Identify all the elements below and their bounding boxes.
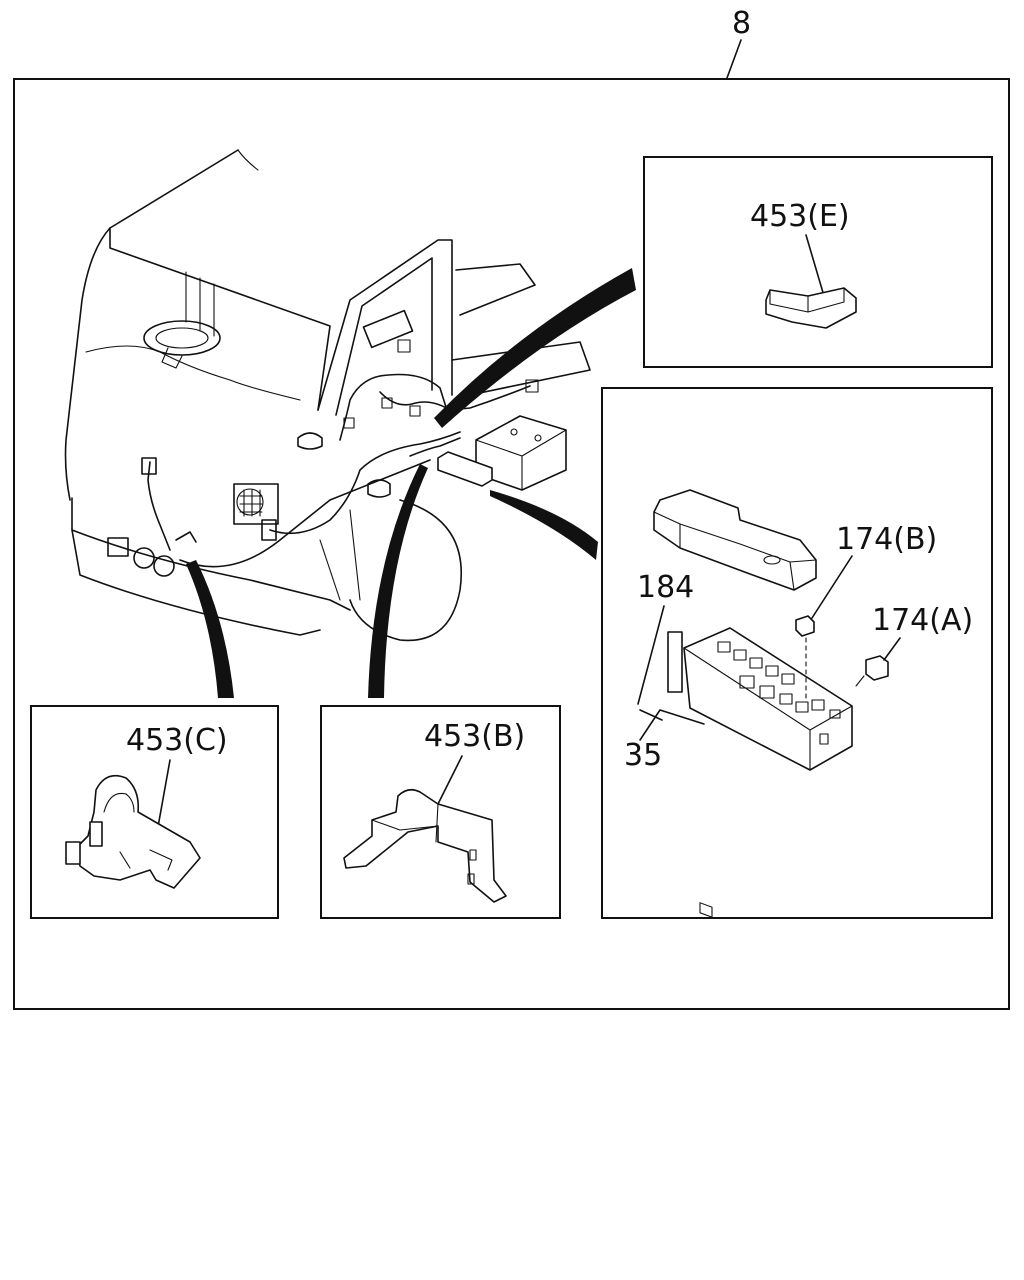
cab-left-edge: [64, 149, 239, 501]
dashboard-line: [85, 345, 301, 401]
bracket-35: [667, 631, 683, 693]
relay: [367, 479, 391, 498]
inset-453e-frame: [643, 156, 993, 368]
fuse-box-small: [437, 451, 493, 487]
horn: [297, 432, 323, 450]
windshield-top: [109, 227, 331, 411]
steering-column: [161, 347, 183, 369]
windshield-pillar: [185, 271, 215, 337]
label-453c: 453(C): [126, 723, 228, 758]
headlamp-round-1: [133, 547, 155, 569]
headlamp-square: [107, 537, 129, 557]
harness-left: [147, 461, 171, 551]
harness-branch: [379, 385, 531, 411]
leader-35: [639, 709, 705, 741]
bracket-453c: [65, 774, 201, 889]
bracket-453b: [343, 788, 507, 903]
label-174b: 174(B): [836, 522, 937, 557]
harness-main: [269, 431, 461, 535]
leader-174b: [811, 555, 853, 619]
fuse-box-cover: [653, 489, 817, 591]
inset-fusebox-frame: [601, 387, 993, 919]
leader-band-35: [490, 490, 598, 560]
radiator-grille: [233, 483, 279, 525]
label-main-8: 8: [732, 6, 751, 41]
inset-453b-frame: [320, 705, 561, 919]
relay-174a: [865, 655, 889, 681]
connector-left: [141, 457, 157, 475]
leader-174a: [883, 637, 901, 661]
leader-453e: [805, 234, 825, 297]
label-174a: 174(A): [872, 603, 973, 638]
outer-frame: [13, 78, 1010, 1010]
label-35: 35: [624, 738, 662, 773]
fuse-grid: [699, 641, 841, 918]
steering-wheel: [143, 320, 221, 356]
leader-main-8: [726, 39, 742, 79]
door-handle: [362, 309, 414, 349]
label-184: 184: [637, 570, 694, 605]
leader-band-453c: [186, 560, 234, 698]
leader-184: [637, 605, 665, 705]
front-wheel: [349, 499, 462, 642]
leader-band-453b: [368, 464, 428, 698]
harness-upper: [339, 373, 451, 441]
bracket-453e: [765, 287, 857, 329]
relay-174b: [795, 615, 815, 637]
fuse-box-body: [667, 627, 853, 918]
bumper-bottom: [71, 529, 321, 636]
label-453b: 453(B): [424, 719, 525, 754]
inset-453c-frame: [30, 705, 279, 919]
leader-band-453e: [434, 268, 636, 428]
leader-453b: [437, 755, 463, 805]
frame-rail-upper: [455, 263, 536, 316]
bracket-453c-location: [175, 531, 197, 543]
label-453e: 453(E): [750, 199, 850, 234]
door-frame: [317, 239, 453, 411]
truck-cab-illustration: [64, 149, 591, 642]
headlamp-round-2: [153, 555, 175, 577]
bumper-top: [71, 497, 351, 611]
